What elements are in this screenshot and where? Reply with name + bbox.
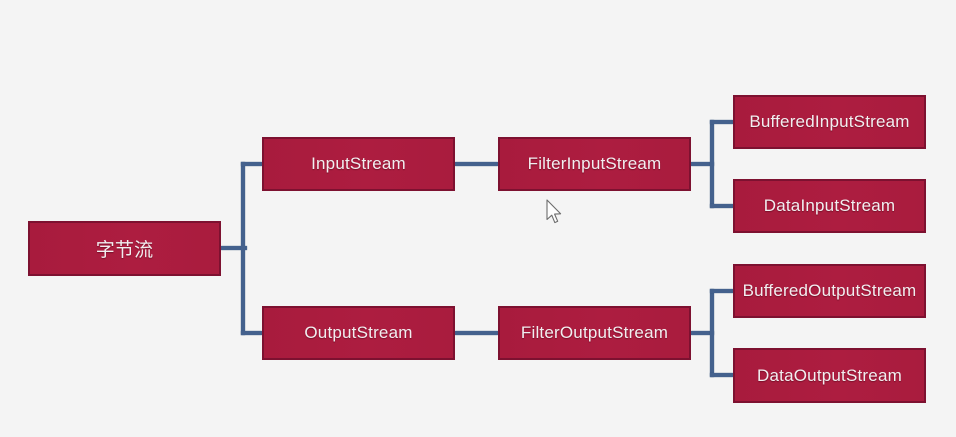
node-data-output-stream: DataOutputStream	[733, 348, 926, 403]
edge-filter-input-bracket-vertical	[710, 120, 714, 208]
edge-stub-data-input-stream	[710, 204, 733, 208]
edge-byte-stream-bracket-vertical	[241, 162, 245, 335]
edge-stub-output-stream	[241, 331, 262, 335]
edge-output-to-filter-output	[455, 331, 498, 335]
edge-stub-input-stream	[241, 162, 262, 166]
node-input-stream: InputStream	[262, 137, 455, 191]
edge-stub-data-output-stream	[710, 373, 733, 377]
edge-stub-buffered-output-stream	[710, 289, 733, 293]
node-filter-input-stream: FilterInputStream	[498, 137, 691, 191]
node-filter-output-stream: FilterOutputStream	[498, 306, 691, 360]
node-data-input-stream: DataInputStream	[733, 179, 926, 233]
arrow-pointer-icon	[546, 199, 562, 224]
node-byte-stream: 字节流	[28, 221, 221, 276]
edge-stub-buffered-input-stream	[710, 120, 733, 124]
edge-byte-stream-horizontal	[221, 246, 247, 250]
edge-filter-output-horizontal	[691, 331, 714, 335]
node-buffered-input-stream: BufferedInputStream	[733, 95, 926, 149]
edge-input-to-filter-input	[455, 162, 498, 166]
edge-filter-input-horizontal	[691, 162, 714, 166]
node-buffered-output-stream: BufferedOutputStream	[733, 264, 926, 318]
edge-filter-output-bracket-vertical	[710, 289, 714, 377]
node-output-stream: OutputStream	[262, 306, 455, 360]
